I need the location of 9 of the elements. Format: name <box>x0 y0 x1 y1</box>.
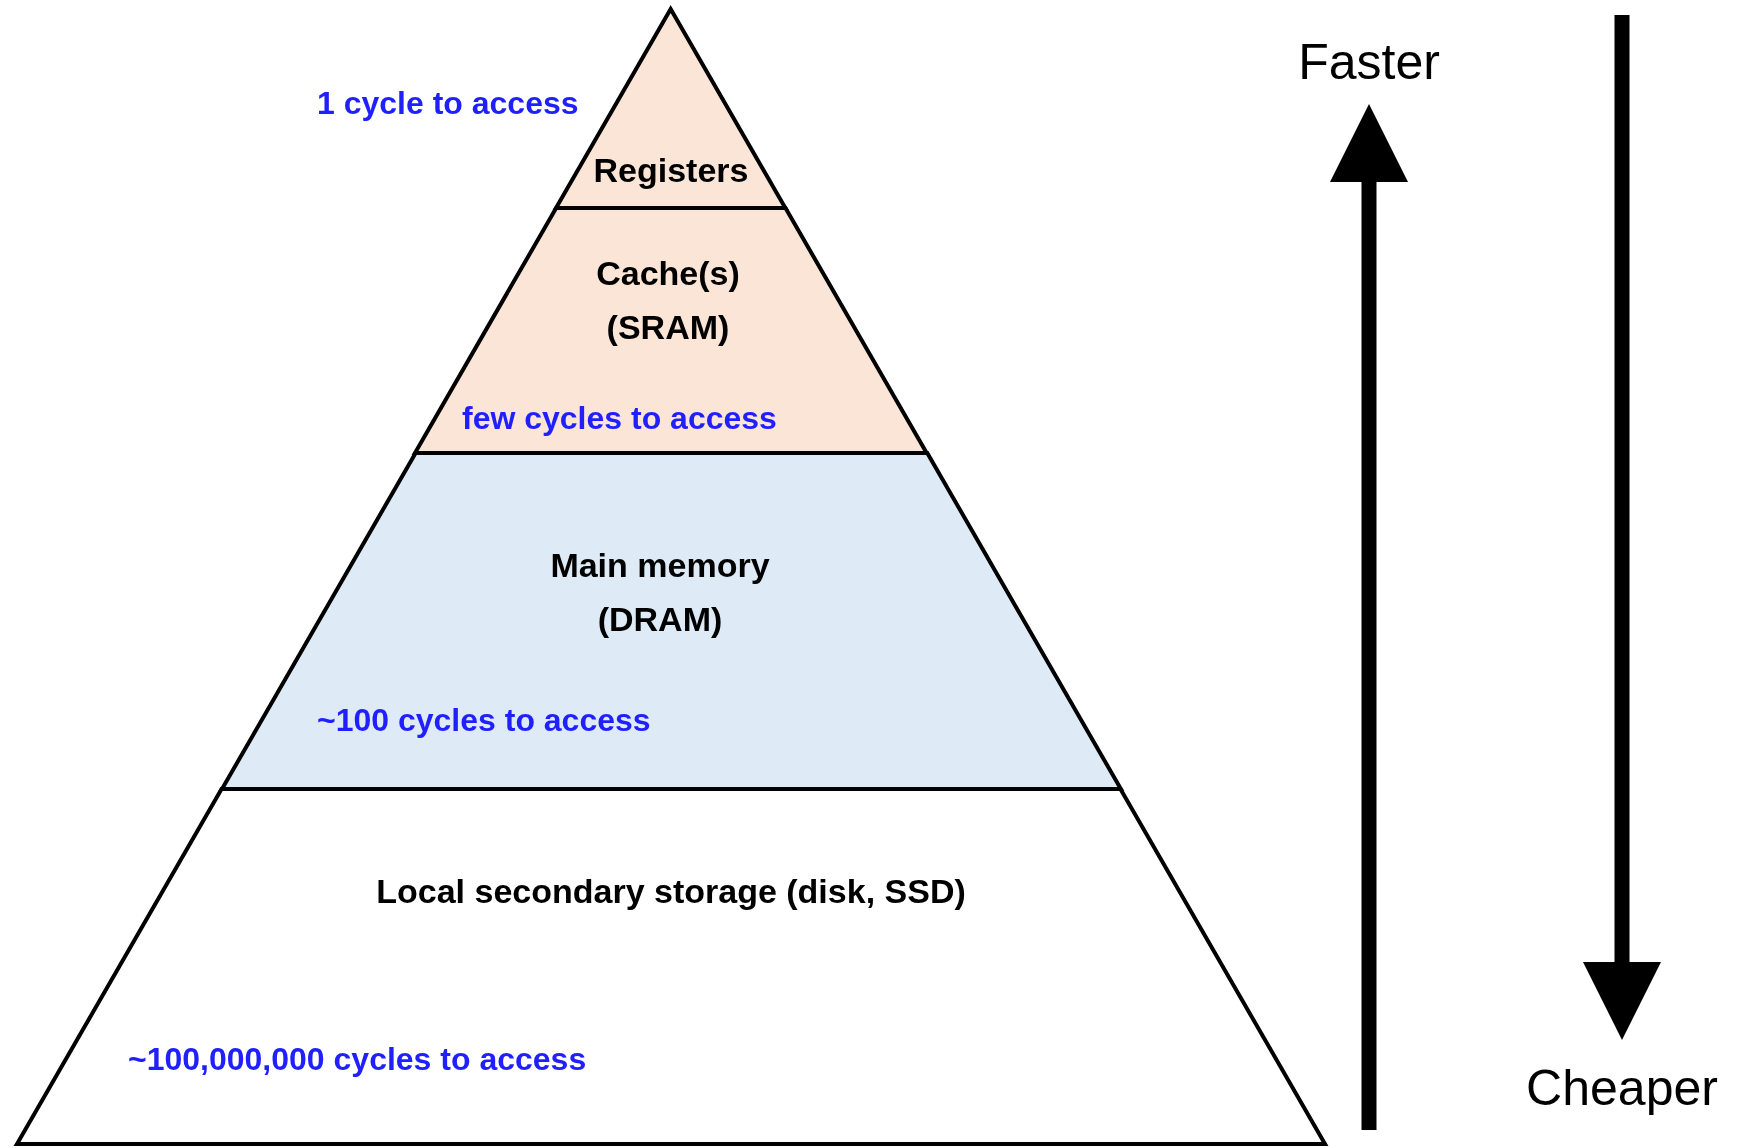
axis-label: Cheaper <box>1526 1059 1718 1117</box>
access-time-note: 1 cycle to access <box>317 84 579 124</box>
access-time-note: ~100,000,000 cycles to access <box>128 1040 587 1080</box>
access-time-note: ~100 cycles to access <box>317 701 651 741</box>
axis-label: Faster <box>1298 33 1440 91</box>
level-name: Main memory (DRAM) <box>549 544 771 640</box>
access-time-note: few cycles to access <box>462 399 777 439</box>
level-name: Cache(s) (SRAM) <box>595 252 741 348</box>
level-name: Local secondary storage (disk, SSD) <box>375 870 967 912</box>
